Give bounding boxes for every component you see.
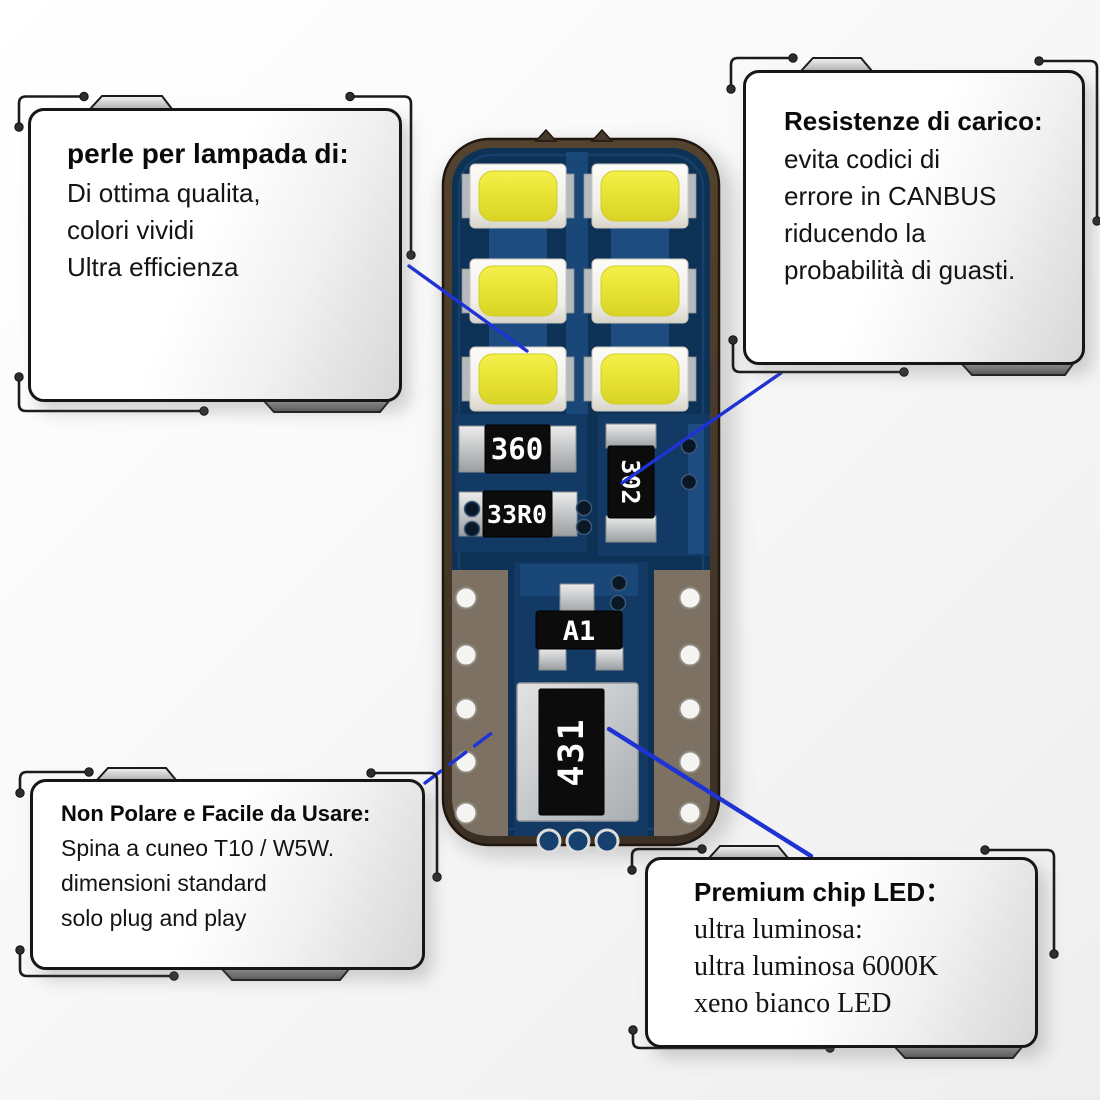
callout-line: colori vividi: [67, 215, 195, 245]
led-chip: [461, 258, 575, 324]
via-dots: [463, 437, 698, 612]
callout-load-resistor: Resistenze di carico: evita codici di er…: [743, 70, 1085, 365]
callout-line: xeno bianco LED: [694, 988, 892, 1019]
callout-line: ultra luminosa 6000K: [694, 951, 939, 982]
resistor-360: 360: [458, 424, 577, 474]
leader-load-resistor: [620, 371, 783, 485]
resistor-302: 302: [605, 423, 657, 543]
callout-line: errore in CANBUS: [784, 181, 997, 211]
callout-wedge-base: Non Polare e Facile da Usare: Spina a cu…: [30, 779, 425, 970]
callout-line: probabilità di guasti.: [784, 255, 1016, 285]
callout-line: Spina a cuneo T10 / W5W.: [61, 835, 335, 861]
led-chip: [583, 163, 697, 229]
led-grid: [461, 163, 697, 412]
leader-led-beads: [407, 264, 529, 353]
resistor-33r0: 33R0: [458, 490, 578, 538]
leader-premium-chip: [606, 726, 814, 859]
transistor-a1: A1: [535, 583, 624, 671]
callout-line: solo plug and play: [61, 905, 247, 931]
callout-title: perle per lampada di:: [67, 138, 349, 169]
callout-line: ultra luminosa:: [694, 914, 863, 945]
regulator-431: 431: [516, 682, 639, 822]
callout-title: Non Polare e Facile da Usare:: [61, 801, 371, 826]
callout-line: dimensioni standard: [61, 870, 267, 896]
callout-premium-chip: Premium chip LED： ultra luminosa: ultra …: [645, 857, 1038, 1048]
callout-led-beads: perle per lampada di: Di ottima qualita,…: [28, 108, 402, 402]
plated-holes: [454, 586, 702, 825]
callout-line: evita codici di: [784, 144, 941, 174]
callout-line: Di ottima qualita,: [67, 178, 261, 208]
led-chip: [461, 346, 575, 412]
callout-decor-bottom-right: [627, 844, 1059, 1059]
led-chip: [583, 258, 697, 324]
svg-text:A1: A1: [563, 616, 596, 647]
svg-text:360: 360: [491, 432, 543, 466]
callout-decor-top-right: [726, 53, 1100, 377]
callout-line: riducendo la: [784, 218, 926, 248]
annotation-lines: [407, 264, 814, 859]
top-notch: [534, 128, 558, 142]
top-notch: [590, 128, 614, 142]
callout-title: Premium chip LED：: [694, 877, 952, 907]
led-chip: [583, 346, 697, 412]
svg-text:431: 431: [552, 717, 592, 786]
led-chip: [461, 163, 575, 229]
callout-line: Ultra efficienza: [67, 252, 239, 282]
svg-text:33R0: 33R0: [487, 500, 547, 529]
callout-title: Resistenze di carico:: [784, 106, 1043, 136]
castellation-bumps: [536, 828, 620, 854]
pcb-board: 360 33R0 302 A1 4: [441, 128, 721, 854]
leader-wedge-base: [423, 727, 499, 785]
svg-text:302: 302: [616, 459, 645, 504]
